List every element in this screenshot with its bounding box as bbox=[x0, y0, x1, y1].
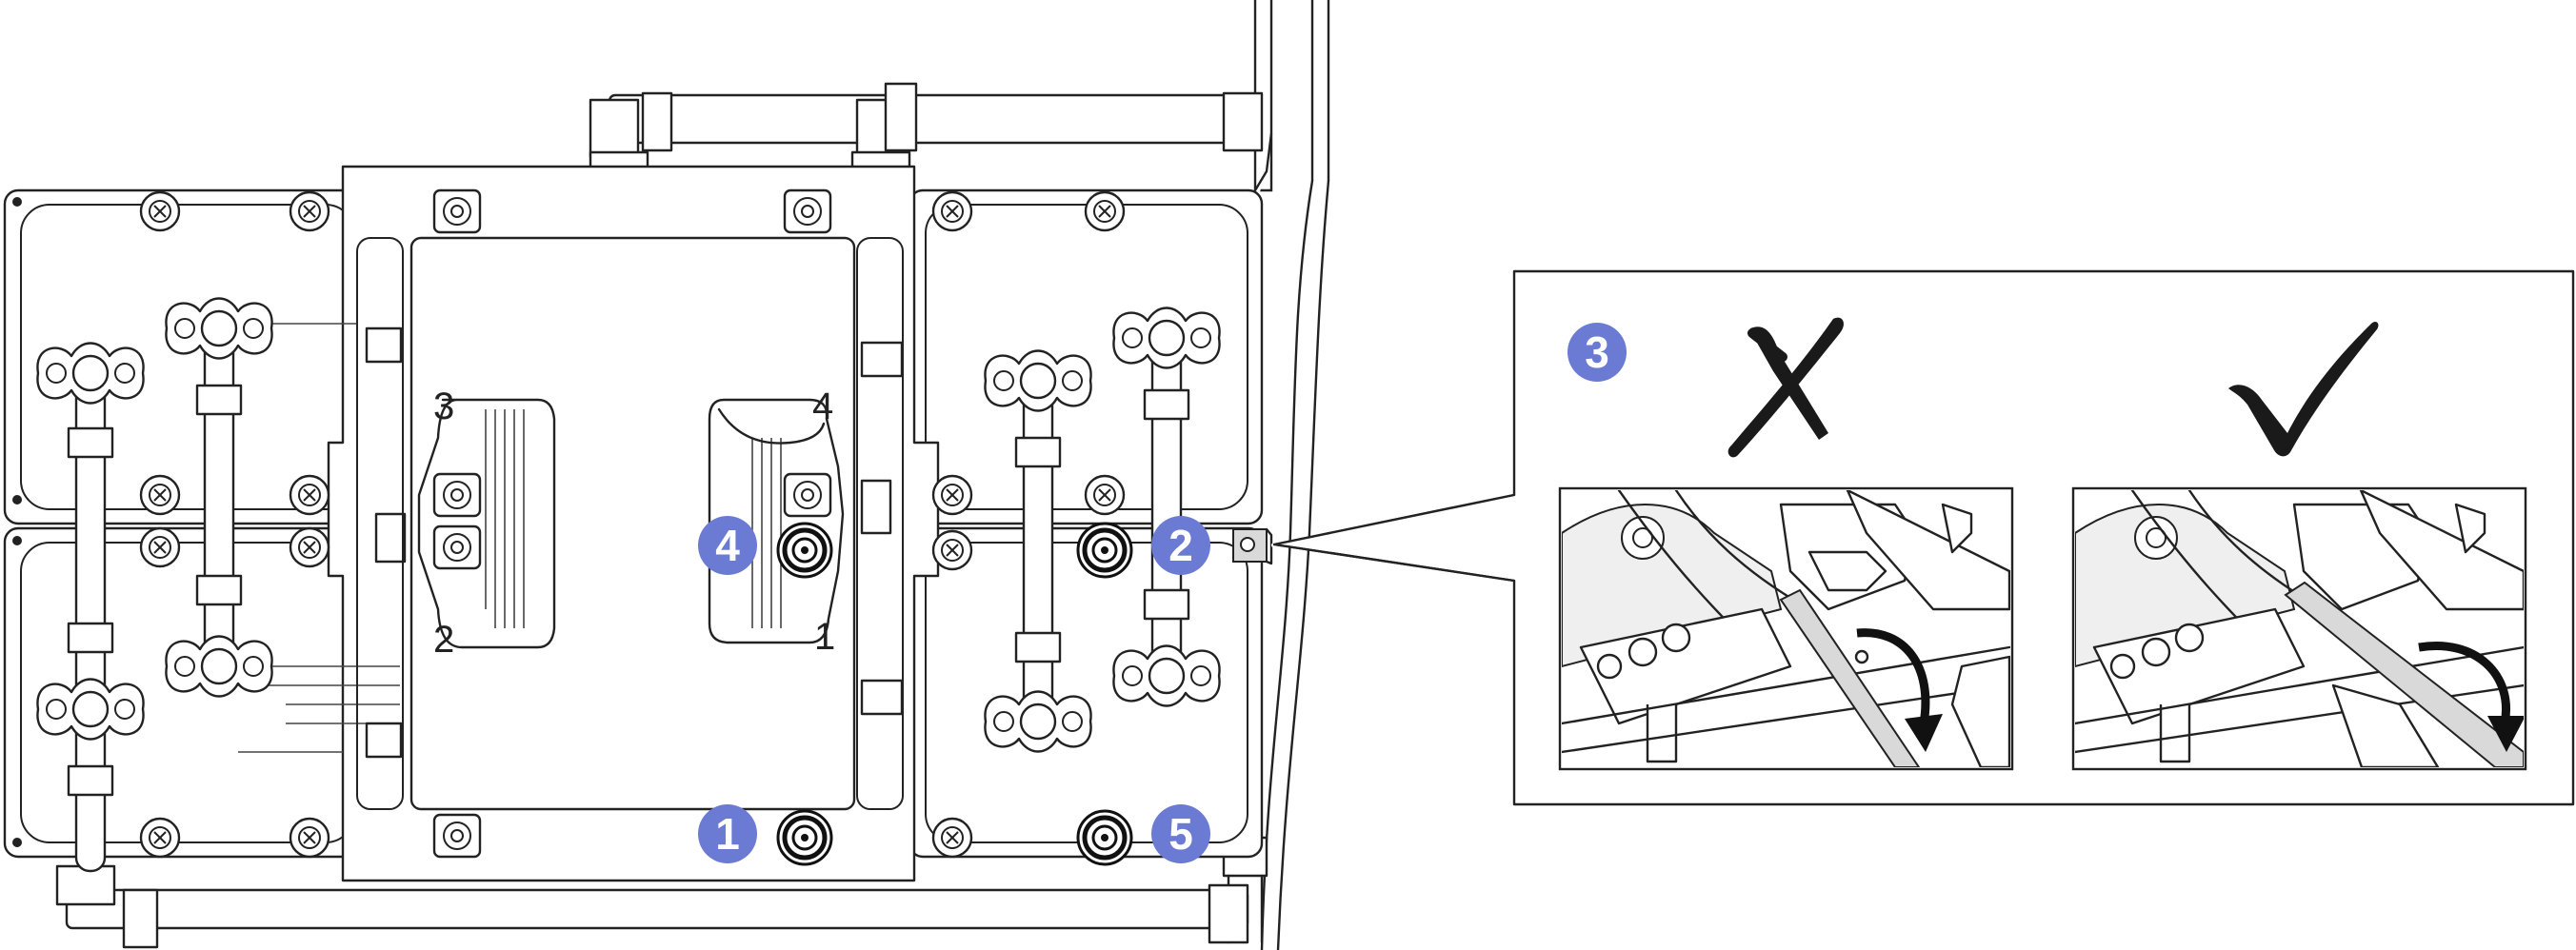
check-mark-icon bbox=[2228, 321, 2379, 457]
correct-method-panel bbox=[2071, 486, 2527, 771]
top-rail bbox=[589, 82, 1264, 171]
position-label-4: 4 bbox=[812, 386, 833, 427]
bottom-rail bbox=[55, 864, 1249, 949]
position-label-3: 3 bbox=[433, 386, 454, 427]
left-tubes bbox=[67, 237, 404, 873]
svg-text:5: 5 bbox=[1168, 809, 1193, 859]
wrong-method-panel bbox=[1558, 486, 2014, 771]
left-cold-plates bbox=[3, 188, 369, 859]
svg-text:3: 3 bbox=[1585, 327, 1609, 377]
svg-text:2: 2 bbox=[1168, 521, 1193, 570]
position-labels: 3 4 2 1 bbox=[433, 386, 835, 661]
step-badge-2: 2 bbox=[1151, 516, 1210, 575]
water-loop-assembly: 3 4 2 1 4 2 1 5 bbox=[3, 0, 1330, 950]
step-badge-4: 4 bbox=[698, 516, 757, 575]
position-label-2: 2 bbox=[433, 619, 454, 661]
center-bracket bbox=[327, 165, 940, 882]
step-badge-3: 3 bbox=[1568, 323, 1627, 382]
step-badge-5: 5 bbox=[1151, 804, 1210, 863]
release-tab bbox=[1232, 527, 1273, 565]
right-tubes bbox=[856, 237, 1190, 810]
step-badge-1: 1 bbox=[698, 804, 757, 863]
svg-text:4: 4 bbox=[715, 521, 740, 570]
position-label-1: 1 bbox=[814, 616, 835, 658]
right-cold-plates bbox=[908, 188, 1264, 859]
cross-mark-icon bbox=[1727, 317, 1844, 458]
svg-text:1: 1 bbox=[715, 809, 740, 859]
callout: 3 bbox=[1270, 269, 2575, 806]
